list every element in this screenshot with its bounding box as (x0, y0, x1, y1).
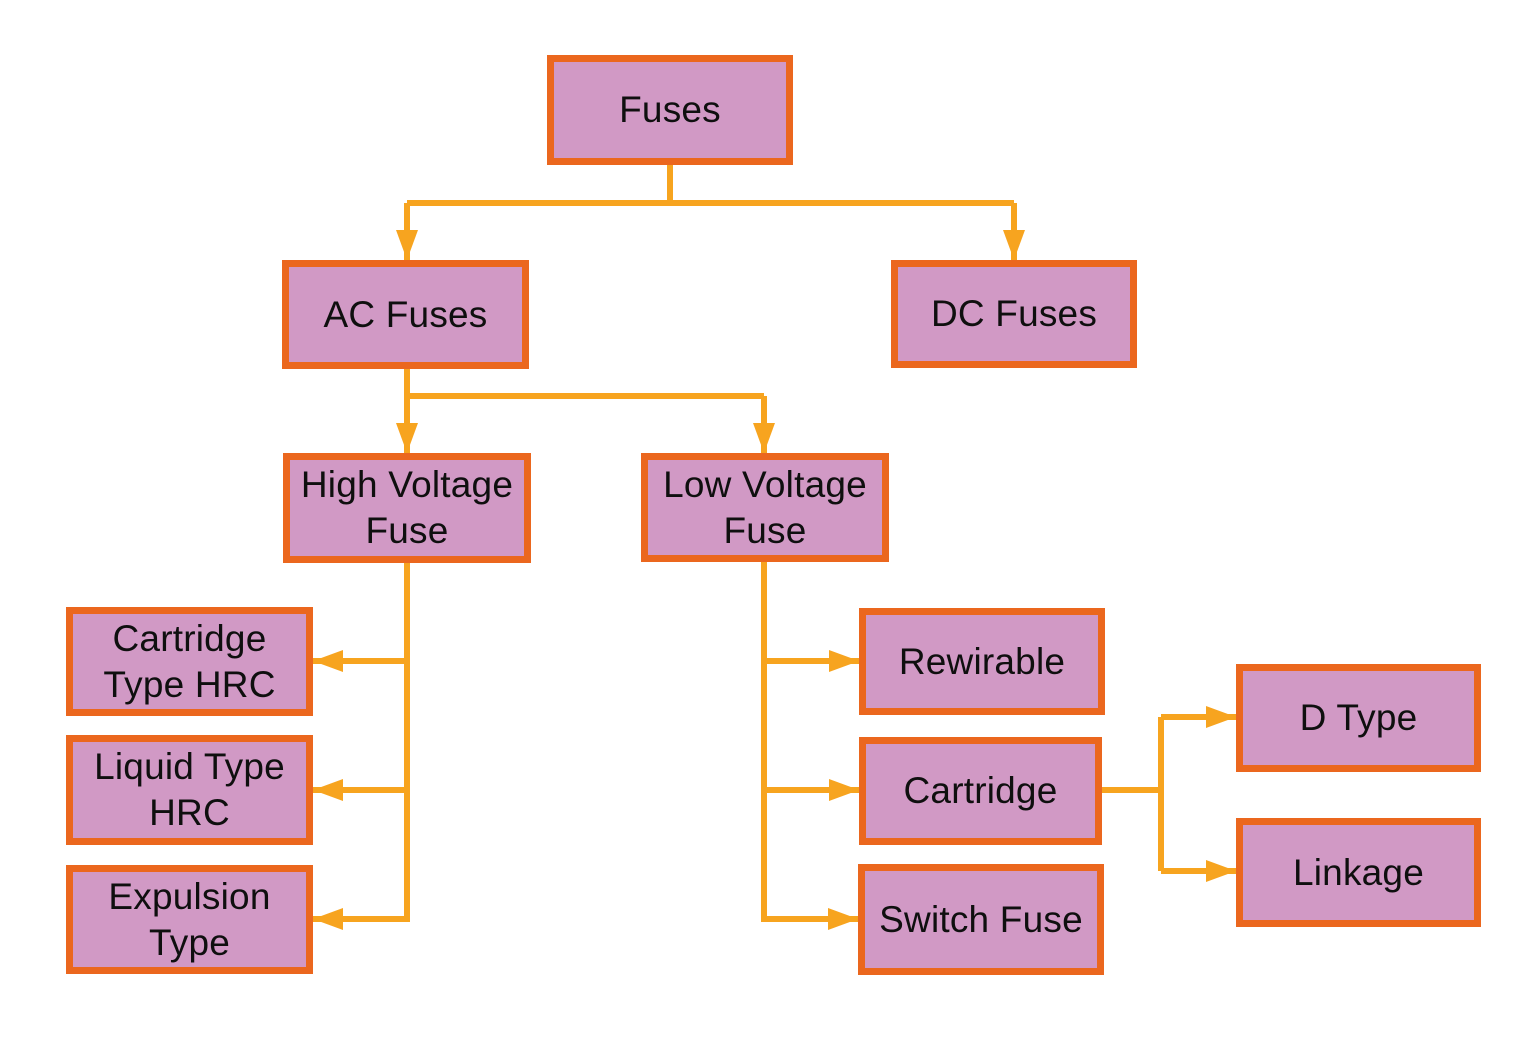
node-cartridge-type-hrc-label: Cartridge Type HRC (103, 617, 276, 705)
node-linkage-label: Linkage (1292, 851, 1424, 893)
node-cartridge-label: Cartridge (903, 770, 1058, 812)
node-fuses: Fuses (547, 55, 793, 165)
edge-hv-trunk-to-expulsion-arrow (313, 563, 410, 931)
node-liquid-type-hrc-label: Liquid Type HRC (94, 746, 285, 833)
node-d-type: D Type (1236, 664, 1481, 772)
node-liquid-type-hrc: Liquid Type HRC (66, 735, 313, 845)
node-low-voltage-fuse: Low Voltage Fuse (641, 453, 889, 562)
node-ac-fuses: AC Fuses (282, 260, 529, 369)
node-cartridge-type-hrc: Cartridge Type HRC (66, 607, 313, 716)
node-cartridge: Cartridge (859, 737, 1102, 845)
edge-lv-trunk-to-switch-arrow (761, 562, 858, 930)
node-expulsion-type-label: Expulsion Type (108, 875, 271, 963)
node-low-voltage-fuse-label: Low Voltage Fuse (663, 463, 867, 551)
node-ac-fuses-label: AC Fuses (323, 293, 488, 335)
node-dc-fuses: DC Fuses (891, 260, 1137, 368)
node-rewirable-label: Rewirable (898, 640, 1066, 682)
node-d-type-label: D Type (1299, 697, 1418, 739)
node-rewirable: Rewirable (859, 608, 1105, 715)
node-expulsion-type: Expulsion Type (66, 865, 313, 974)
node-dc-fuses-label: DC Fuses (930, 293, 1098, 335)
node-switch-fuse: Switch Fuse (858, 864, 1104, 975)
node-switch-fuse-label: Switch Fuse (879, 898, 1083, 940)
node-linkage: Linkage (1236, 818, 1481, 927)
node-high-voltage-fuse-label: High Voltage Fuse (300, 464, 514, 551)
node-fuses-label: Fuses (619, 89, 721, 131)
node-high-voltage-fuse: High Voltage Fuse (283, 453, 531, 563)
